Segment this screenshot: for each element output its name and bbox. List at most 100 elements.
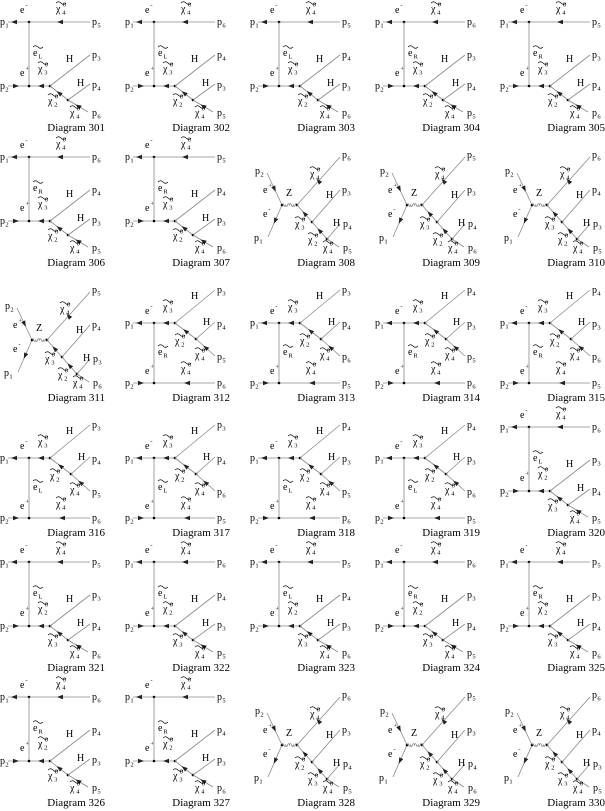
higgs-label: H xyxy=(202,78,209,89)
higgs-label: H xyxy=(576,730,583,741)
tilde-mark xyxy=(430,541,442,545)
svg-text:p: p xyxy=(342,648,347,659)
arrow-icon xyxy=(56,91,63,97)
svg-text:6: 6 xyxy=(97,654,101,661)
svg-text:p: p xyxy=(342,590,347,601)
svg-text:2: 2 xyxy=(544,475,547,482)
svg-text:p: p xyxy=(250,513,255,524)
arrow-icon xyxy=(513,488,519,494)
svg-text:1: 1 xyxy=(380,324,383,331)
svg-text:p: p xyxy=(343,219,348,230)
vertex xyxy=(277,516,281,520)
arrow-icon xyxy=(11,154,17,160)
svg-text:p: p xyxy=(0,216,5,227)
svg-text:2: 2 xyxy=(505,87,508,94)
arrow-icon xyxy=(316,178,323,185)
tilde-mark xyxy=(49,468,61,472)
higgs-label: H xyxy=(576,190,583,201)
svg-text:4: 4 xyxy=(472,86,476,93)
svg-text:p: p xyxy=(217,590,222,601)
svg-text:0: 0 xyxy=(580,781,583,788)
svg-text:0: 0 xyxy=(577,511,580,518)
svg-text:0: 0 xyxy=(302,757,305,764)
svg-text:p: p xyxy=(92,185,97,196)
svg-text:4: 4 xyxy=(441,715,445,722)
svg-text:0: 0 xyxy=(555,94,558,101)
svg-text:4: 4 xyxy=(62,685,66,692)
svg-text:H: H xyxy=(441,594,448,605)
svg-text:χ: χ xyxy=(555,4,561,15)
svg-text:2: 2 xyxy=(385,712,388,719)
svg-text:p: p xyxy=(92,80,97,91)
higgs-label: H xyxy=(566,459,573,470)
svg-text:e: e xyxy=(395,501,400,512)
arrow-icon xyxy=(38,83,44,89)
tilde-mark xyxy=(47,768,59,772)
svg-text:e: e xyxy=(270,306,275,317)
higgs-line xyxy=(299,594,341,627)
positron-label: e+ xyxy=(395,499,404,513)
svg-text:0: 0 xyxy=(202,781,205,788)
higgs-label: H xyxy=(441,594,448,605)
svg-text:3: 3 xyxy=(294,443,297,450)
positron-label: e+ xyxy=(520,471,529,485)
arrow-icon xyxy=(136,19,142,25)
svg-text:χ: χ xyxy=(194,783,200,794)
svg-text:0: 0 xyxy=(315,773,318,780)
svg-text:2: 2 xyxy=(5,762,8,769)
svg-text:4: 4 xyxy=(451,491,455,498)
diagram-caption: Diagram 330 xyxy=(547,797,605,809)
svg-text:4: 4 xyxy=(454,789,458,796)
svg-text:1: 1 xyxy=(255,563,258,570)
higgs-line xyxy=(317,623,341,641)
arrow-icon xyxy=(413,455,419,461)
arrow-icon xyxy=(200,104,207,110)
tilde-mark xyxy=(47,93,59,97)
svg-text:p: p xyxy=(92,590,97,601)
svg-text:2: 2 xyxy=(380,519,383,526)
svg-text:2: 2 xyxy=(5,222,8,229)
svg-text:-: - xyxy=(25,543,27,550)
svg-text:0: 0 xyxy=(565,233,568,240)
svg-text:H: H xyxy=(77,753,84,764)
z-label: Z xyxy=(411,188,417,199)
arrow-icon xyxy=(163,623,169,629)
svg-text:H: H xyxy=(202,753,209,764)
tilde-mark xyxy=(434,166,446,170)
svg-text:1: 1 xyxy=(5,459,8,466)
arrow-icon xyxy=(398,757,404,764)
higgs-line xyxy=(320,321,341,340)
svg-text:4: 4 xyxy=(566,715,570,722)
svg-text:1: 1 xyxy=(509,239,512,246)
svg-text:+: + xyxy=(275,364,279,371)
svg-text:p: p xyxy=(125,621,130,632)
higgs-label: H xyxy=(316,291,323,302)
svg-text:p: p xyxy=(254,773,259,784)
svg-text:2: 2 xyxy=(510,172,513,179)
svg-text:Z: Z xyxy=(536,728,542,739)
svg-text:0: 0 xyxy=(55,229,58,236)
svg-text:3: 3 xyxy=(179,642,182,649)
